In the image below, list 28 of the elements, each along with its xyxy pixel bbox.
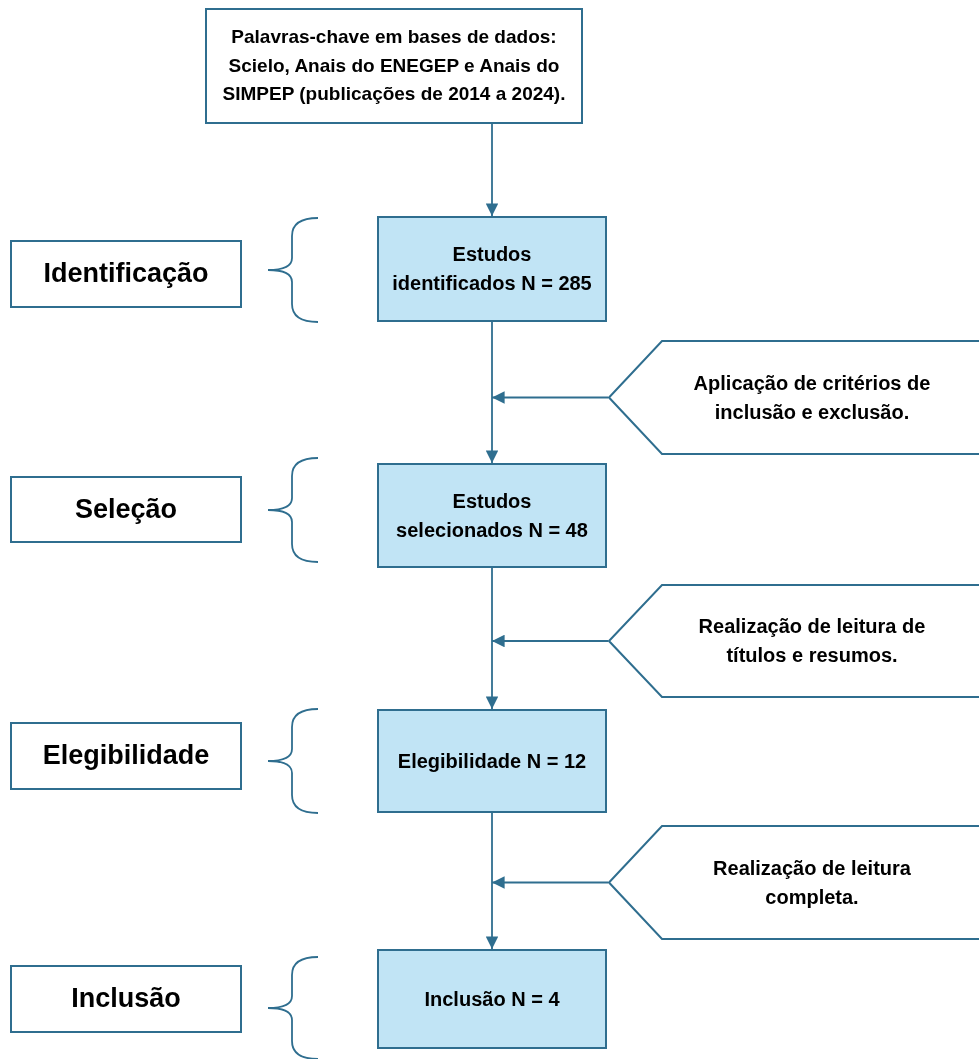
arrow (485, 812, 499, 950)
box-text: Estudos identificados N = 285 (391, 242, 593, 296)
process-box (377, 216, 607, 322)
box-text: Palavras-chave em bases de dados: Scielo, Anais do ENEGEP e Anais do SIMPEP (publicações de 2014 a 2024). (221, 25, 567, 107)
box-text: Estudos selecionados N = 48 (395, 488, 589, 543)
arrow (485, 321, 499, 464)
box-text: Aplicação de critérios de inclusão e exclusão. (692, 370, 932, 425)
label-box (10, 722, 242, 790)
label-box (10, 240, 242, 308)
arrow (491, 634, 609, 648)
box-text: Identificação (43, 257, 209, 291)
box-text: Inclusão N = 4 (424, 986, 560, 1012)
box-text: Realização de leitura completa. (712, 855, 912, 910)
box-text: Seleção (74, 492, 178, 526)
arrow (485, 123, 499, 217)
arrow (485, 567, 499, 710)
process-box (377, 949, 607, 1049)
process-box (377, 463, 607, 568)
label-box (10, 965, 242, 1033)
box-text: Inclusão (71, 982, 181, 1016)
arrow (491, 391, 609, 404)
label-box (205, 8, 583, 124)
box-text: Elegibilidade N = 12 (397, 748, 587, 774)
process-box (377, 709, 607, 813)
arrow (491, 876, 609, 889)
label-box (10, 476, 242, 543)
box-text: Elegibilidade (42, 739, 210, 773)
box-text: Realização de leitura de títulos e resumos. (697, 614, 927, 668)
